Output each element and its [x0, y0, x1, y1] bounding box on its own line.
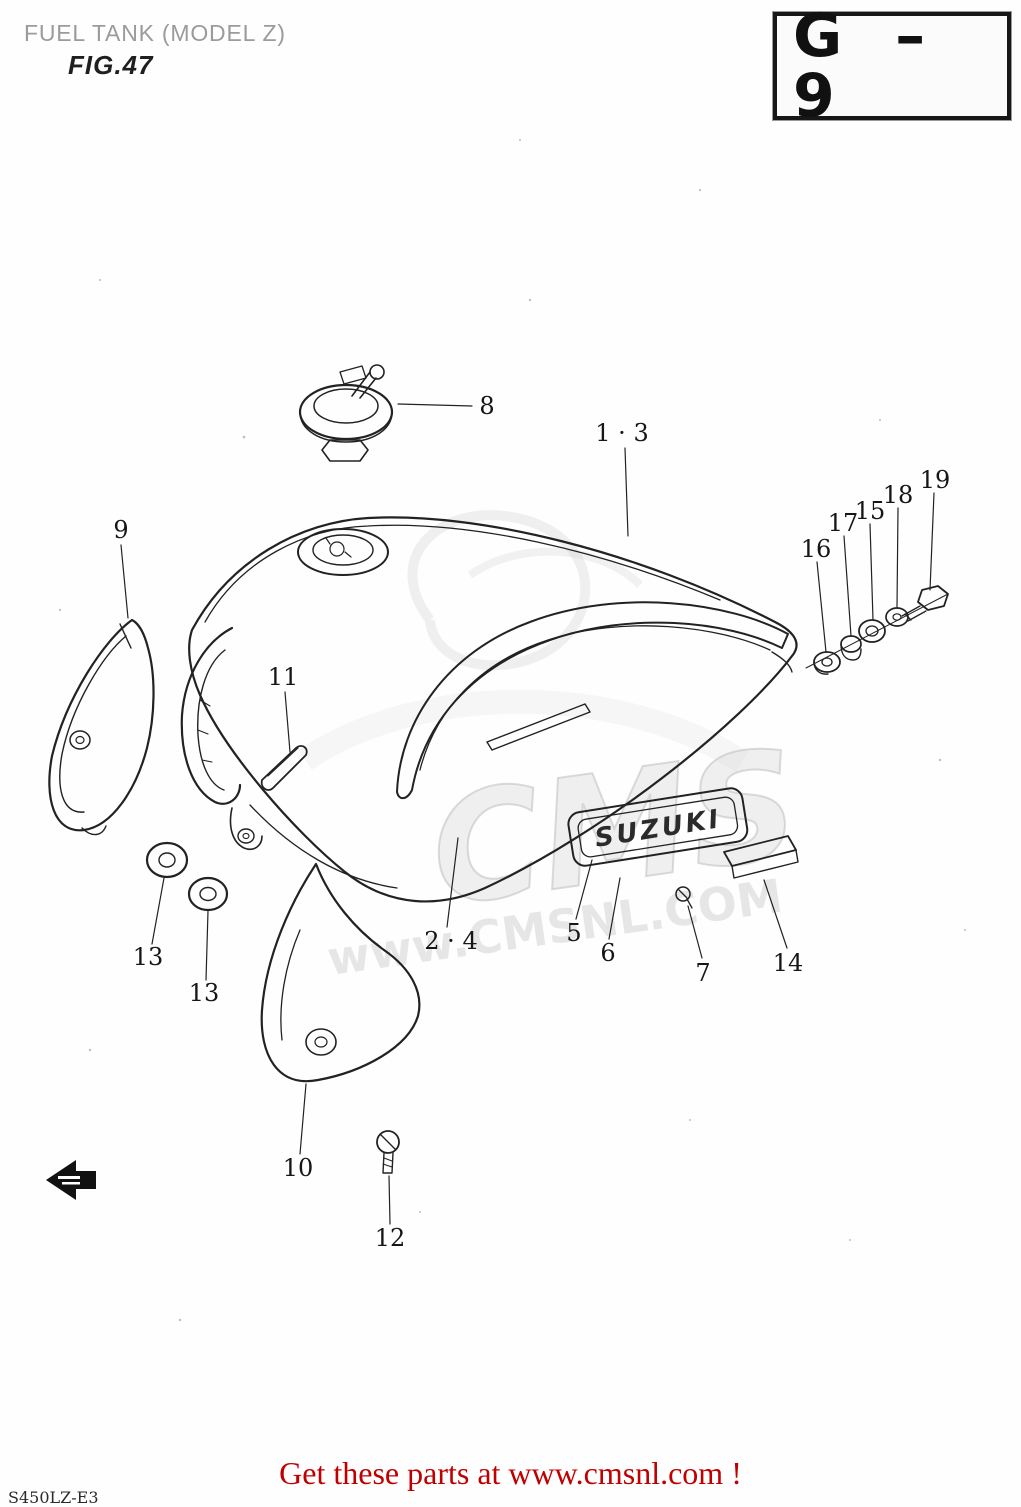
emblem-screw-part-7: [675, 886, 693, 909]
cushion-bar-part-14: [723, 835, 799, 879]
figure-number: FIG.47: [68, 50, 154, 80]
callout-leader-lines: [120, 403, 935, 1225]
footer-link[interactable]: Get these parts at www.cmsnl.com !: [279, 1455, 742, 1491]
cms-watermark: CMS www.CMSNL.COM: [298, 510, 810, 986]
page-title: FUEL TANK (MODEL Z): [24, 20, 286, 46]
screw-part-12: [376, 1130, 400, 1174]
page-reference-code: G – 9: [793, 1, 942, 131]
paper-specks: [58, 139, 966, 1322]
side-panel-part: [48, 618, 155, 836]
cushion-grommet-part: [145, 841, 229, 912]
page-reference-box: G – 9: [773, 6, 1011, 126]
model-code: S450LZ-E3: [8, 1488, 99, 1507]
mounting-hardware-parts: [805, 585, 949, 675]
fuel-tank-body: [180, 516, 798, 903]
cushion-strip-part-11: [260, 745, 308, 791]
lower-shield-part: [260, 862, 421, 1083]
fuel-cap-part: [298, 364, 394, 462]
end-arrow-icon: [46, 1160, 96, 1200]
